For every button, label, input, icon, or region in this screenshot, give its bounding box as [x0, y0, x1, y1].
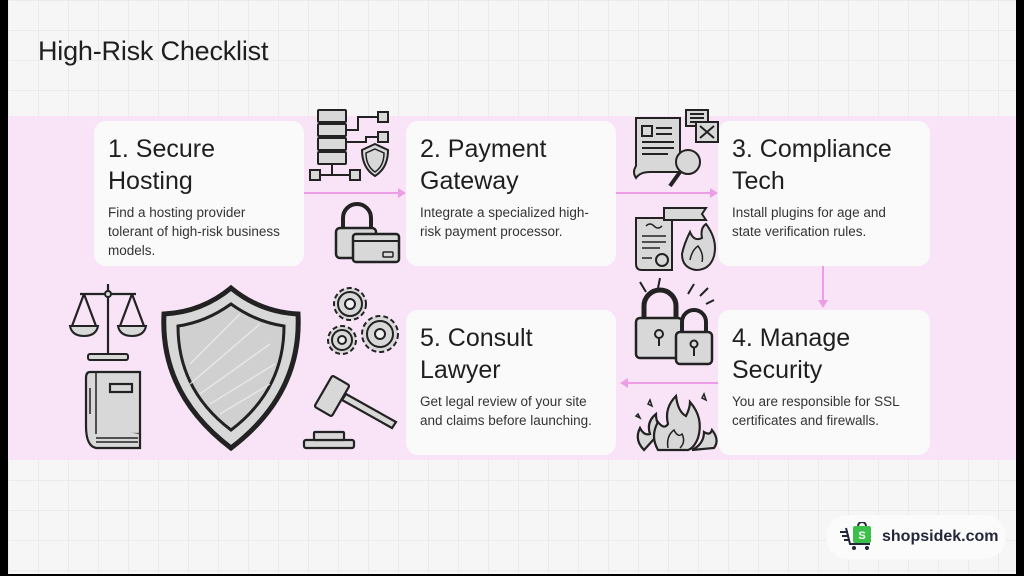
gavel-icon	[302, 375, 398, 450]
large-shield-icon	[161, 284, 301, 452]
arrow-4-to-5	[626, 382, 718, 384]
document-magnifier-icon	[633, 109, 719, 188]
brand-label: shopsidek.com	[882, 528, 999, 545]
brand-badge[interactable]: S shopsidek.com	[826, 515, 1006, 559]
step-description: Install plugins for age and state verifi…	[732, 205, 886, 239]
step-description: You are responsible for SSL certificates…	[732, 394, 900, 428]
certificate-fire-icon	[635, 207, 716, 272]
law-book-icon	[84, 370, 142, 450]
arrow-2-to-3	[616, 192, 712, 194]
step-description: Integrate a specialized high-risk paymen…	[420, 205, 589, 239]
fire-icon	[634, 392, 718, 452]
shield-small-icon	[360, 142, 390, 178]
svg-text:S: S	[858, 530, 865, 542]
padlock-card-icon	[334, 202, 401, 264]
shopping-cart-bag-icon: S	[840, 522, 871, 550]
arrow-3-to-4	[822, 266, 824, 302]
page-title: High-Risk Checklist	[38, 36, 269, 66]
arrow-1-to-2	[304, 192, 400, 194]
step-description: Get legal review of your site and claims…	[420, 394, 592, 428]
arrow-head-down	[818, 300, 828, 308]
arrow-head-right	[398, 188, 406, 198]
double-padlock-icon	[634, 278, 715, 366]
arrow-head-left	[620, 378, 628, 388]
scales-icon	[68, 284, 148, 361]
arrow-head-right	[710, 188, 718, 198]
server-network-icon	[309, 109, 389, 181]
gears-icon	[327, 287, 399, 355]
step-description: Find a hosting provider tolerant of high…	[108, 205, 280, 258]
